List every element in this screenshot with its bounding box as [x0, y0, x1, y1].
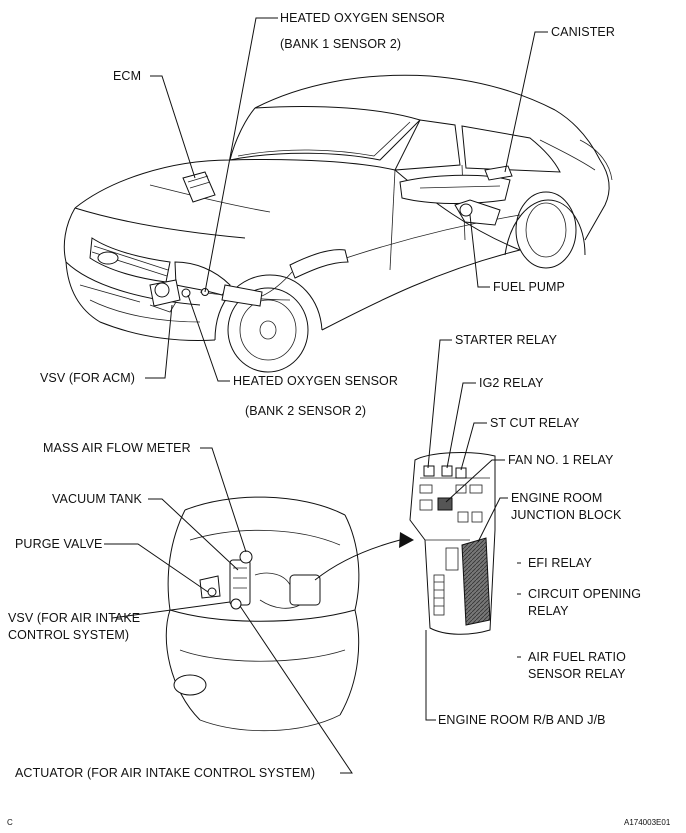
label-af-ratio: AIR FUEL RATIO [528, 650, 626, 664]
label-vacuum-tank: VACUUM TANK [52, 492, 143, 506]
relay-block-illustration [409, 452, 496, 635]
engine-room-junction-block [461, 537, 491, 626]
label-circuit-opening: CIRCUIT OPENING [528, 587, 641, 601]
st-cut-relay-box [455, 467, 467, 479]
label-starter-relay: STARTER RELAY [455, 333, 558, 347]
engine-bay-illustration [165, 496, 414, 732]
label-vsv-acm: VSV (FOR ACM) [40, 371, 135, 385]
label-canister: CANISTER [551, 25, 615, 39]
label-heated-o2-b2s2: HEATED OXYGEN SENSOR [233, 374, 398, 388]
label-engine-room-rb-jb: ENGINE ROOM R/B AND J/B [438, 713, 606, 727]
car-illustration [63, 74, 613, 373]
label-heated-o2-b1s2: HEATED OXYGEN SENSOR [280, 11, 445, 25]
label-engine-room-jb-sub: JUNCTION BLOCK [511, 508, 622, 522]
label-circuit-opening-sub: RELAY [528, 604, 569, 618]
label-efi-relay: EFI RELAY [528, 556, 592, 570]
label-heated-o2-b1s2-sub: (BANK 1 SENSOR 2) [280, 37, 401, 51]
label-vsv-air-intake: VSV (FOR AIR INTAKE [8, 611, 140, 625]
starter-relay-box [423, 465, 435, 477]
label-purge-valve: PURGE VALVE [15, 537, 102, 551]
labels: HEATED OXYGEN SENSOR (BANK 1 SENSOR 2) C… [7, 11, 671, 827]
label-fan-no1-relay: FAN NO. 1 RELAY [508, 453, 614, 467]
figure-id: A174003E01 [624, 818, 671, 827]
fan-no1-relay-box [437, 497, 453, 511]
label-ecm: ECM [113, 69, 141, 83]
label-engine-room-jb: ENGINE ROOM [511, 491, 602, 505]
label-mass-air-flow-meter: MASS AIR FLOW METER [43, 441, 191, 455]
label-ig2-relay: IG2 RELAY [479, 376, 544, 390]
label-vsv-air-intake-sub: CONTROL SYSTEM) [8, 628, 129, 642]
label-fuel-pump: FUEL PUMP [493, 280, 565, 294]
label-af-ratio-sub: SENSOR RELAY [528, 667, 626, 681]
leader-lines [104, 17, 548, 774]
corner-letter: C [7, 818, 13, 827]
label-actuator: ACTUATOR (FOR AIR INTAKE CONTROL SYSTEM) [15, 766, 315, 780]
label-heated-o2-b2s2-sub: (BANK 2 SENSOR 2) [245, 404, 366, 418]
label-st-cut-relay: ST CUT RELAY [490, 416, 580, 430]
